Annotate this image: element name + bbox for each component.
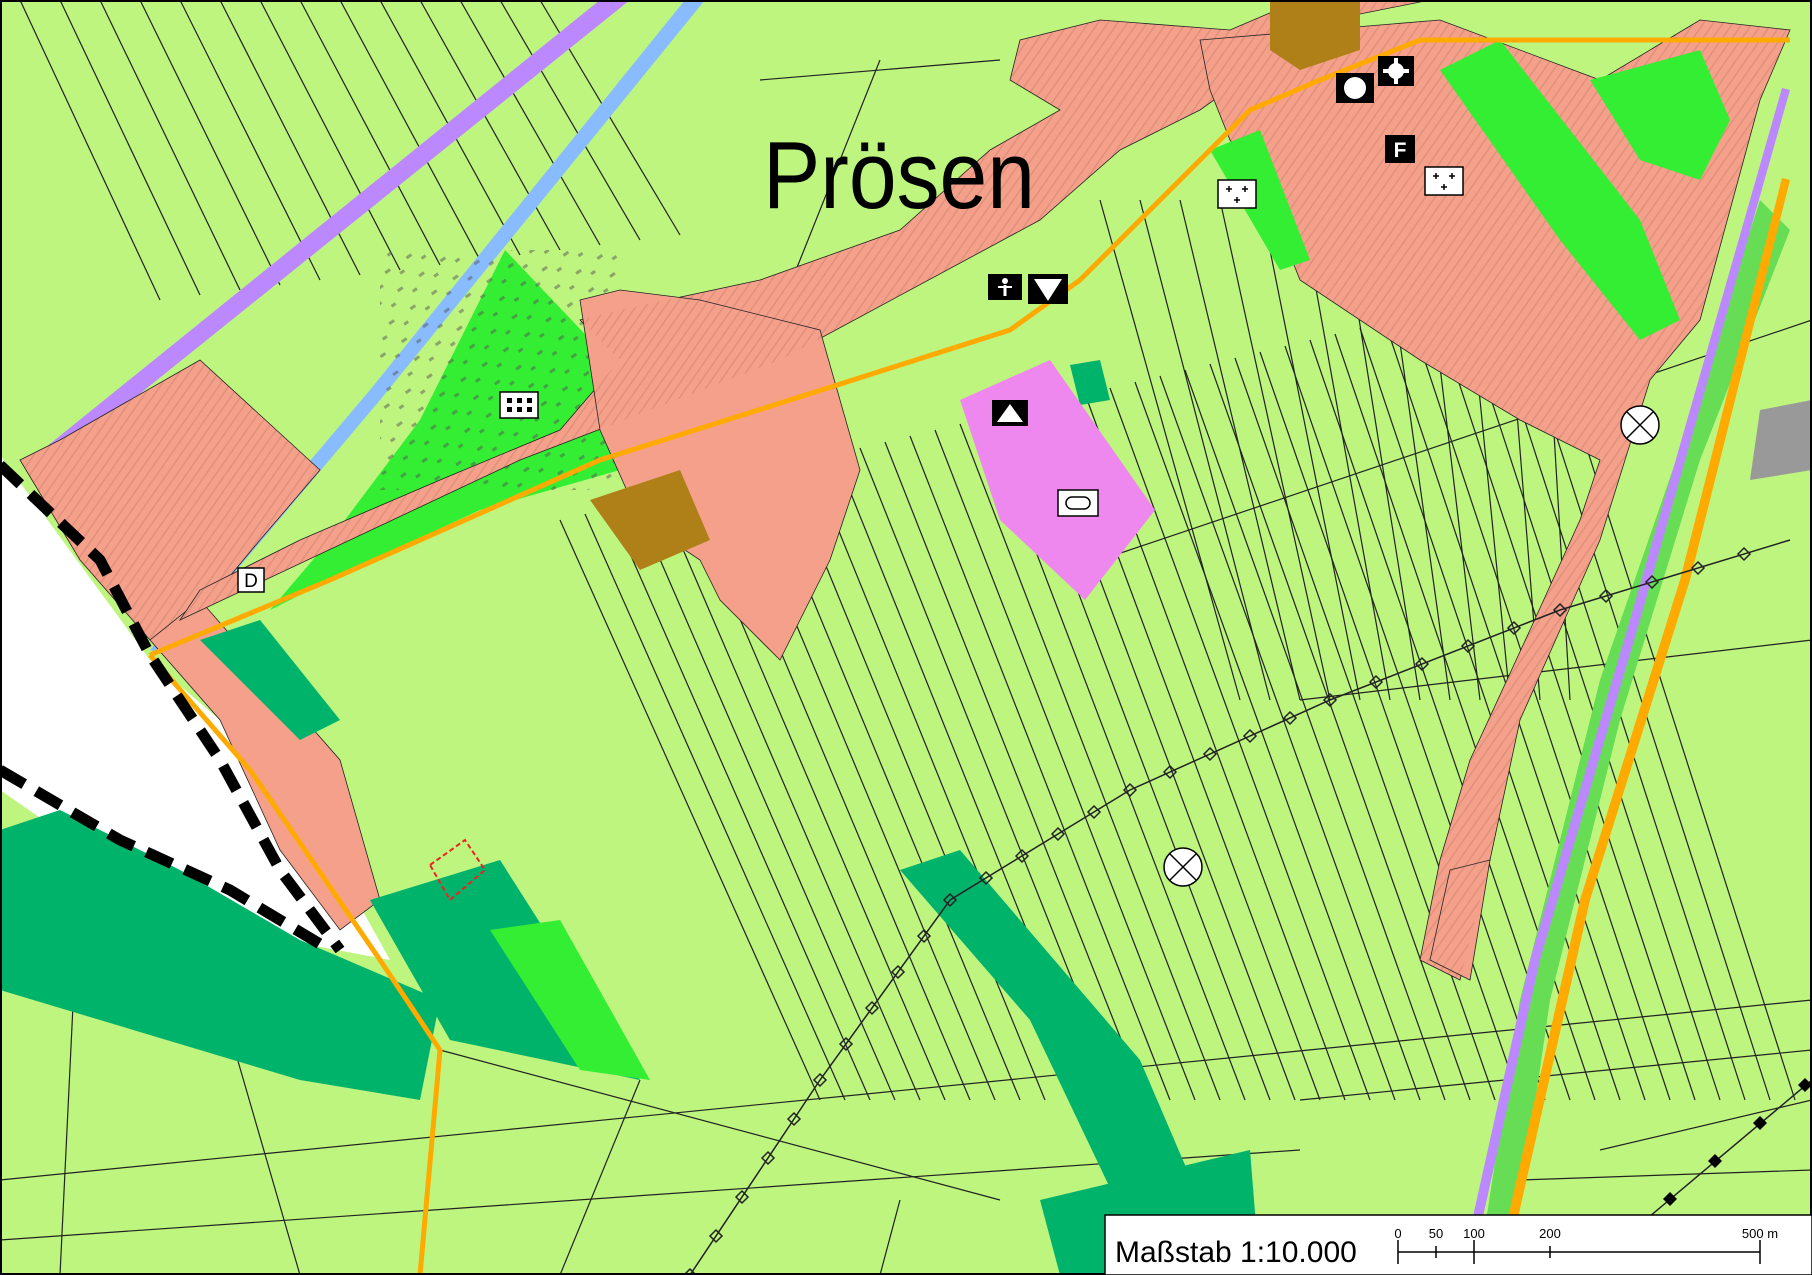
public-admin-icon[interactable] [988,274,1022,300]
church-icon[interactable] [1336,73,1374,103]
railway-line-northwest [30,0,630,478]
water-supply-icon[interactable] [1028,274,1068,304]
cemetery-icon[interactable] [1217,179,1257,209]
forest-patch-west [200,620,340,740]
administrative-boundary-lower [0,765,333,955]
administrative-boundary [0,461,345,954]
garden-area-south [490,920,650,1080]
commercial-area-north [1270,0,1360,70]
monument-icon-label: D [244,571,258,592]
forest-strip-south [900,850,1200,1230]
road-southwest [148,653,443,1275]
swimming-pool-icon[interactable] [1057,489,1099,517]
commercial-area [590,470,710,570]
garden-area-northeast-2 [1590,50,1730,180]
garden-dots [380,250,620,490]
sports-facility-icon[interactable] [992,400,1028,426]
scale-tick-label: 100 [1463,1226,1485,1241]
scale-tick-label: 200 [1539,1226,1561,1241]
railway-line-east [1460,88,1790,1275]
green-area-small [1210,130,1310,270]
wind-turbine-icon[interactable] [1620,405,1660,445]
power-line-towers [682,546,1752,1275]
scale-bar: Maßstab 1:10.000 0 50 100 200 500 m [1104,1214,1812,1275]
industrial-area [1750,400,1812,480]
scale-tick-label: 500 m [1742,1226,1778,1241]
forest-patch-ne [1070,360,1110,405]
power-line [689,539,1791,1275]
green-strip-east [1475,200,1790,1275]
school-icon[interactable]: F [1385,135,1415,163]
monument-icon[interactable]: D [237,567,265,593]
cemetery-icon-2[interactable] [1424,166,1464,196]
scale-ticks: 0 50 100 200 500 m [1394,1226,1778,1264]
main-road-village [149,37,1790,658]
forest-area-southwest [0,810,440,1100]
scale-tick-label: 0 [1394,1226,1401,1241]
allotment-garden-icon[interactable] [499,391,539,419]
kindergarten-icon[interactable] [1378,56,1414,86]
place-name-label: Prösen [763,122,1035,229]
plan-boundary [428,838,487,902]
wind-turbine-icon-2[interactable] [1163,847,1203,887]
scale-tick-label: 50 [1429,1226,1443,1241]
school-icon-label: F [1394,139,1407,162]
main-road-east [1495,178,1790,1275]
garden-area-northeast [1440,40,1680,340]
scale-label: Maßstab 1:10.000 [1115,1236,1357,1269]
